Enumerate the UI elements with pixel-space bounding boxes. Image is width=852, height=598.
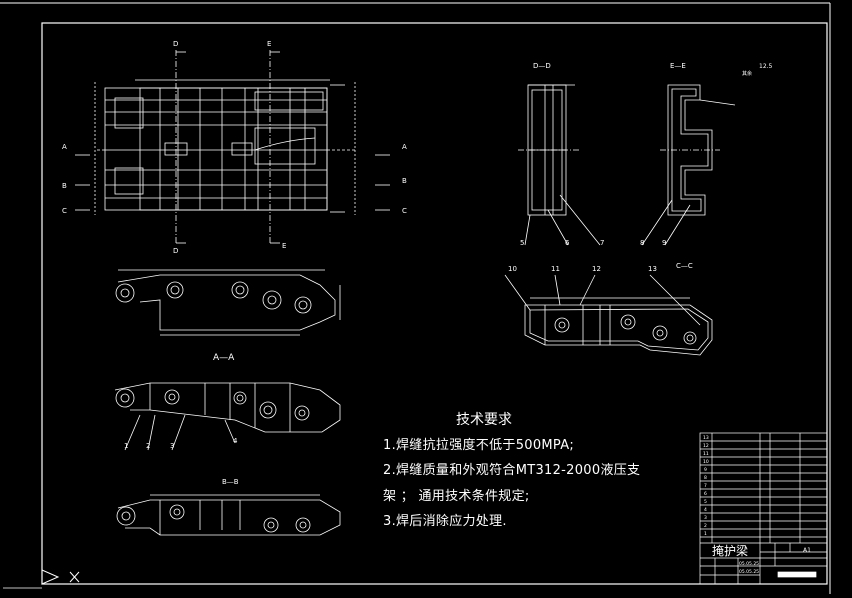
- bom-no-2: 2: [704, 523, 707, 529]
- cut-label-c-right: C: [402, 207, 407, 215]
- bom-no-3: 3: [704, 515, 707, 521]
- cc-part-13: 13: [648, 265, 657, 273]
- bom-table: [699, 432, 828, 585]
- part-name-title: 掩护梁: [712, 543, 748, 558]
- bom-no-1: 1: [704, 531, 707, 537]
- section-dd: [518, 84, 601, 246]
- plan-view: [75, 50, 390, 245]
- tech-requirement-4: 3.焊后消除应力处理.: [383, 514, 507, 529]
- tech-requirement-1: 1.焊缝抗拉强度不低于500MPA;: [383, 438, 575, 453]
- ee-part-9: 9: [662, 239, 666, 247]
- side-view: [115, 269, 341, 336]
- dd-part-5: 5: [520, 239, 524, 247]
- cut-label-a-right: A: [402, 143, 407, 151]
- bom-row-numbers: 13 12 11 10 9 8 7 6 5 4 3 2 1: [703, 435, 709, 537]
- cc-part-11: 11: [551, 265, 560, 273]
- bom-no-4: 4: [704, 507, 707, 513]
- cut-label-d-top: D: [173, 40, 178, 48]
- aa-part-1: 1: [124, 442, 128, 450]
- cut-label-a-left: A: [62, 143, 67, 151]
- bom-no-8: 8: [704, 475, 707, 481]
- cut-label-b-left: B: [62, 182, 67, 190]
- bom-no-10: 10: [703, 459, 709, 465]
- date-1: 05.05.25: [739, 561, 759, 567]
- section-ee-label: E—E: [670, 62, 686, 70]
- tech-requirement-3: 架 ； 通用技术条件规定;: [383, 489, 530, 504]
- bom-no-9: 9: [704, 467, 707, 473]
- dd-part-7: 7: [600, 239, 604, 247]
- roughness-note: 其余: [742, 70, 752, 77]
- bom-no-13: 13: [703, 435, 709, 441]
- aa-part-4: 4: [233, 437, 238, 445]
- cut-label-d-bottom: D: [173, 247, 178, 255]
- aa-part-2: 2: [146, 442, 150, 450]
- cut-label-b-right: B: [402, 177, 407, 185]
- section-ee: [641, 84, 736, 246]
- date-2: 05.05.25: [739, 569, 759, 575]
- bom-no-12: 12: [703, 443, 709, 449]
- aa-part-3: 3: [170, 442, 174, 450]
- roughness-value: 12.5: [759, 63, 773, 70]
- bom-no-6: 6: [704, 491, 707, 497]
- sheet-size: A1: [803, 547, 811, 554]
- section-bb-label: B—B: [222, 478, 239, 486]
- cc-part-12: 12: [592, 265, 601, 273]
- section-aa: [114, 382, 341, 451]
- drawing-frame: [41, 22, 828, 585]
- section-bb: [116, 494, 341, 536]
- bom-no-7: 7: [704, 483, 707, 489]
- section-cc-label: C—C: [676, 262, 693, 270]
- ucs-icon: [41, 569, 80, 585]
- section-cc: [504, 274, 713, 356]
- dd-part-6: 6: [565, 239, 570, 247]
- bom-no-11: 11: [703, 451, 709, 457]
- ee-part-8: 8: [640, 239, 644, 247]
- tech-requirement-2: 2.焊缝质量和外观符合MT312-2000液压支: [383, 463, 641, 478]
- tech-requirements-title: 技术要求: [456, 412, 512, 428]
- cut-label-e-top: E: [267, 40, 271, 48]
- cut-label-c-left: C: [62, 207, 67, 215]
- section-dd-label: D—D: [533, 62, 551, 70]
- cc-part-10: 10: [508, 265, 517, 273]
- bom-no-5: 5: [704, 499, 707, 505]
- section-aa-label: A—A: [213, 353, 235, 363]
- cut-label-e-bottom: E: [282, 242, 286, 250]
